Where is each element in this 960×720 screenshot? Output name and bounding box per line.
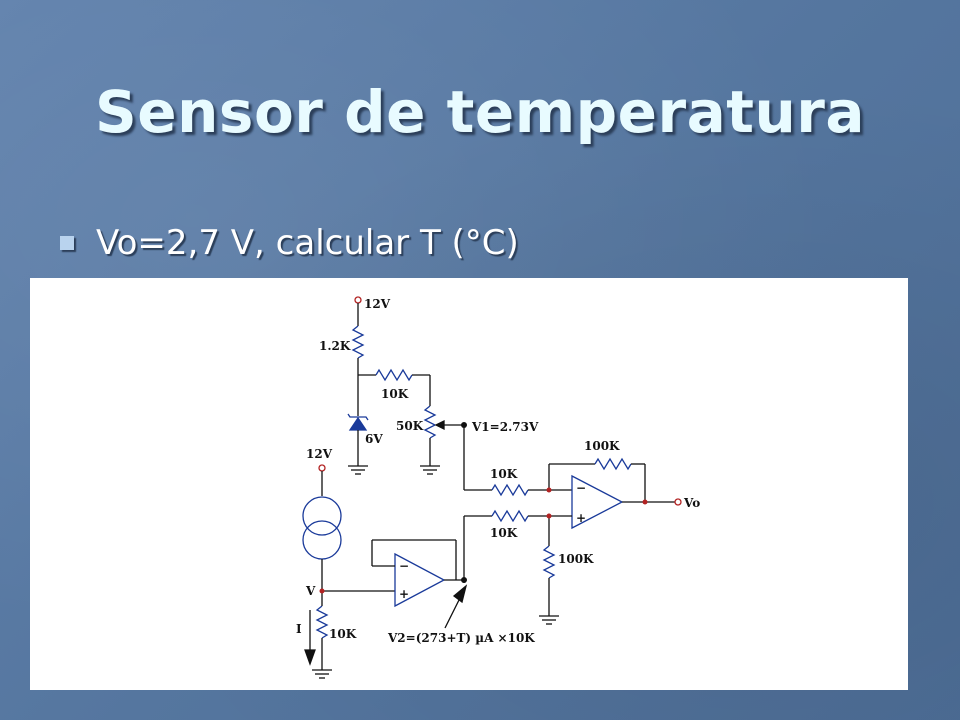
bullet-square-icon — [60, 236, 74, 250]
zener-diode-icon — [348, 416, 368, 431]
pointer-arrow-icon — [452, 584, 468, 604]
label-r-1k2: 1.2K — [319, 339, 351, 353]
label-r-10k-top: 10K — [381, 387, 409, 401]
label-v2: V2=(273+T) µA ×10K — [387, 631, 535, 645]
label-r-10k-sense: 10K — [329, 627, 357, 641]
label-r-10k-in2: 10K — [490, 526, 518, 540]
label-r-100k-ground: 100K — [558, 552, 594, 566]
circuit-diagram: − + − + 12V 1.2K 10K 50K 6V V1=2.73V 100… — [296, 296, 700, 679]
label-supply-left: 12V — [306, 447, 333, 461]
supply-terminal-top — [354, 296, 362, 304]
resistor-1k2 — [351, 325, 365, 359]
bullet-text: Vo=2,7 V, calcular T (°C) — [96, 223, 519, 263]
label-current: I — [296, 622, 302, 636]
node-dot — [319, 588, 325, 594]
current-arrow-icon — [304, 649, 316, 666]
node-dot — [461, 422, 467, 428]
slide-title: Sensor de temperatura — [95, 78, 865, 146]
label-pot-50k: 50K — [396, 419, 424, 433]
opamp-difference — [571, 474, 624, 530]
label-v-node: V — [305, 584, 316, 598]
resistor-10k-in1 — [491, 483, 529, 497]
resistor-100k-feedback — [594, 457, 632, 471]
label-vo: Vo — [683, 496, 700, 510]
potentiometer-50k — [423, 405, 437, 439]
buffer-plus-sign: + — [399, 587, 409, 601]
resistor-10k-top — [375, 368, 413, 382]
buffer-minus-sign: − — [399, 559, 409, 573]
label-v1: V1=2.73V — [471, 420, 539, 434]
resistor-10k-in2 — [491, 509, 529, 523]
bullet-item: Vo=2,7 V, calcular T (°C) — [60, 218, 519, 268]
resistor-100k-ground — [542, 545, 556, 579]
supply-terminal-left — [318, 464, 326, 472]
output-terminal — [674, 498, 682, 506]
opamp-minus-sign: − — [576, 481, 586, 495]
node-dot — [546, 487, 552, 493]
opamp-plus-sign: + — [576, 511, 586, 525]
node-dot — [546, 513, 552, 519]
resistor-10k-sense — [315, 605, 329, 639]
label-r-100k-feedback: 100K — [584, 439, 620, 453]
label-zener: 6V — [365, 432, 383, 446]
label-r-10k-in1: 10K — [490, 467, 518, 481]
node-dot — [642, 499, 648, 505]
current-source-icon — [302, 496, 342, 536]
label-supply-top: 12V — [364, 297, 391, 311]
opamp-buffer — [394, 552, 446, 608]
circuit-panel: − + − + 12V 1.2K 10K 50K 6V V1=2.73V 100… — [30, 278, 908, 690]
node-dot — [461, 577, 467, 583]
